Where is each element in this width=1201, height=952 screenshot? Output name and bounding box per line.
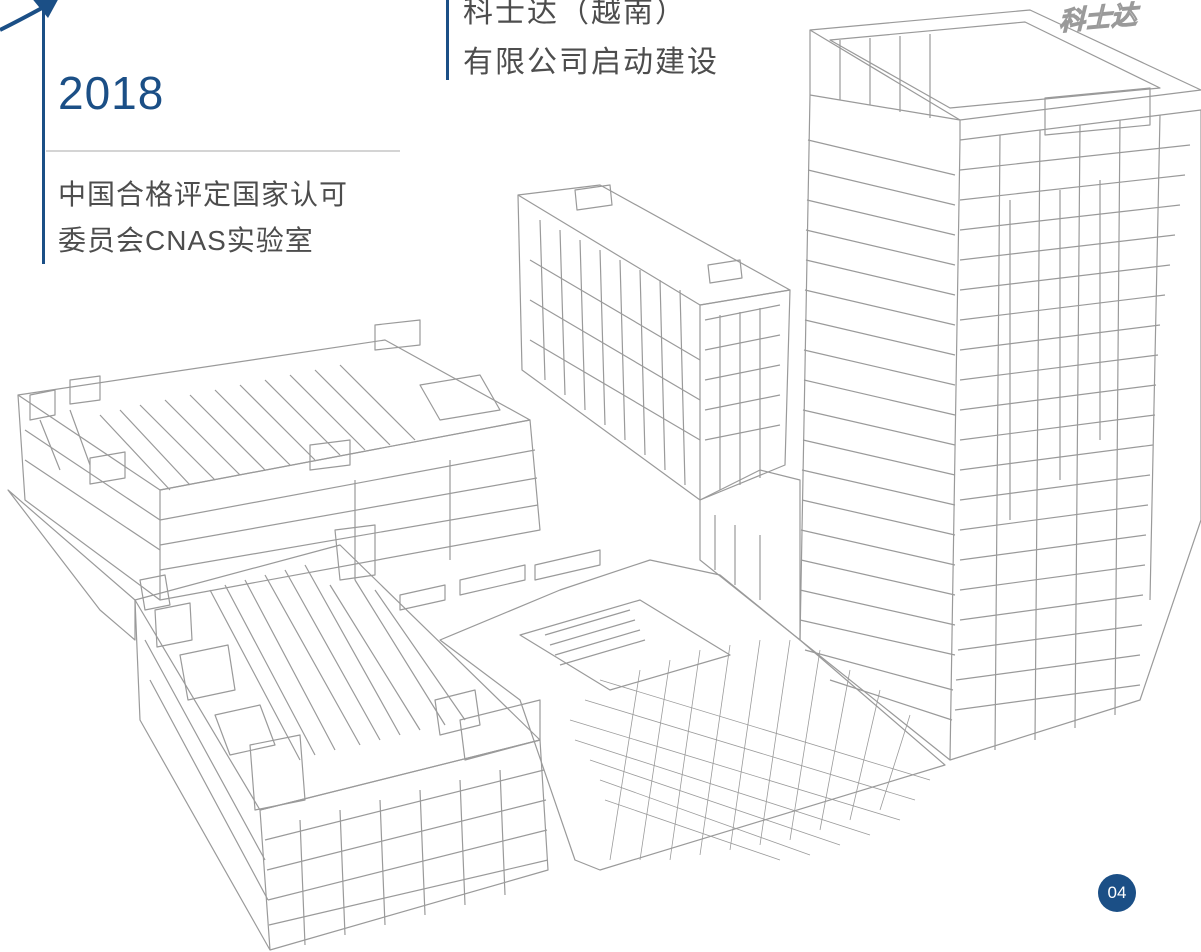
plaza-ground	[7, 489, 946, 871]
timeline-arrow-icon	[0, 0, 58, 32]
factory-building-front	[134, 524, 601, 951]
timeline-description: 中国合格评定国家认可 委员会CNAS实验室	[58, 172, 348, 264]
top-entry-bar	[446, 0, 449, 80]
tower-sign-text: 科士达	[1059, 0, 1141, 36]
top-entry-text: 科士达（越南） 有限公司启动建设	[463, 0, 719, 88]
description-line-1: 中国合格评定国家认可	[58, 179, 349, 210]
top-entry-line-1: 科士达（越南）	[463, 0, 687, 29]
tower-building	[799, 9, 1201, 761]
timeline-year: 2018	[58, 67, 165, 119]
top-entry-line-2: 有限公司启动建设	[463, 46, 719, 79]
plaza-paving-grid	[569, 639, 931, 861]
office-building-mid	[517, 184, 801, 641]
factory-building-left	[17, 319, 541, 601]
year-divider	[46, 150, 400, 152]
timeline-line	[42, 0, 45, 264]
description-line-2: 委员会CNAS实验室	[58, 225, 314, 256]
page-number-badge: 04	[1098, 874, 1136, 912]
